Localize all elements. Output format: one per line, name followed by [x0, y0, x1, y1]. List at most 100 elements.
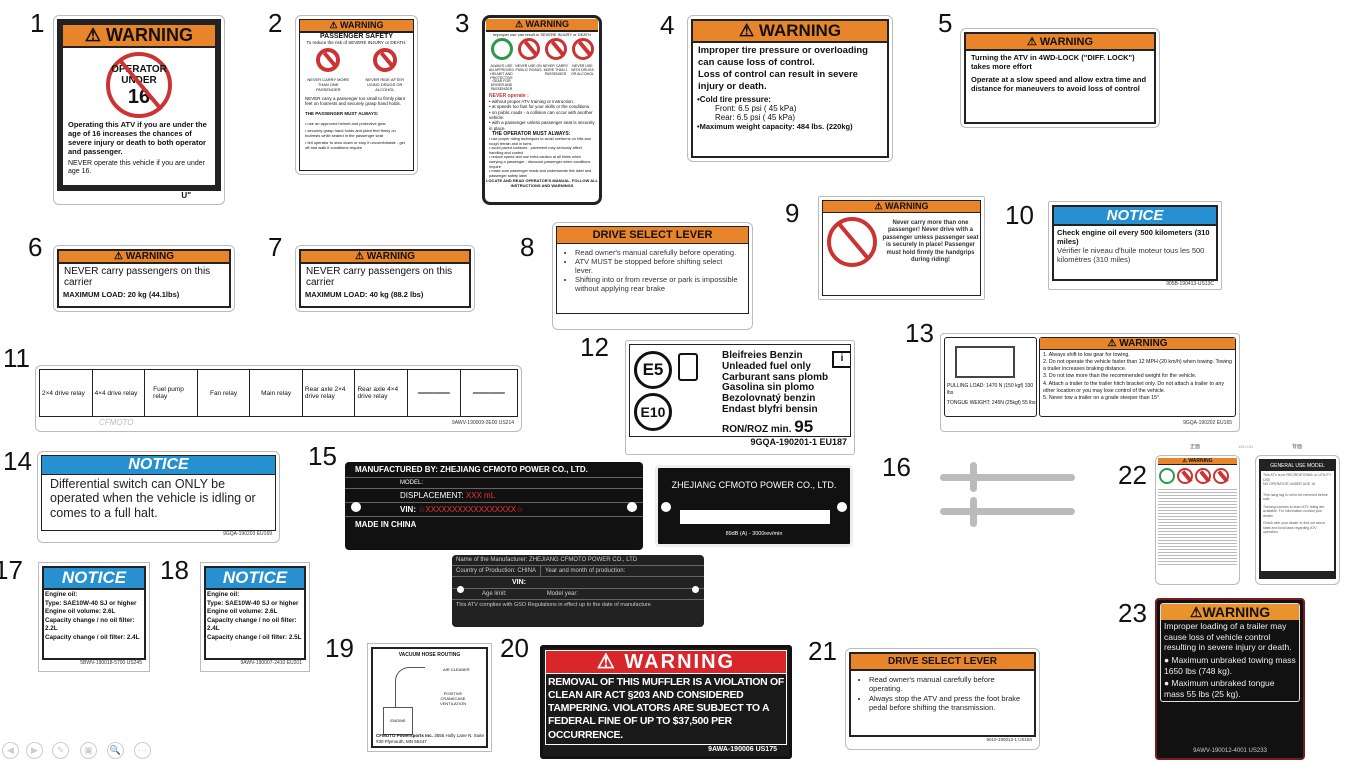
- hitch-diagram: [955, 346, 1015, 378]
- model-field: MODEL:: [345, 478, 643, 489]
- pen-tool-button[interactable]: ✎: [52, 742, 69, 759]
- hose-diagram: [395, 667, 425, 707]
- gso-text: This ATV complies with GSO Regulations i…: [456, 602, 651, 608]
- icon-caption: NEVER USE ON PUBLIC ROADS: [515, 64, 542, 72]
- label-number: 19: [325, 633, 354, 663]
- no-passengers-icon: [316, 47, 341, 72]
- label-number: 8: [520, 232, 535, 262]
- list-item: Read owner's manual carefully before ope…: [575, 248, 742, 257]
- no-alcohol-icon: [571, 38, 594, 60]
- label-code: 9GQA-190202 EU165: [1183, 420, 1232, 426]
- pulling-load: PULLING LOAD: 1470 N (150 kgf) 330 lbs: [947, 383, 1034, 396]
- label-title: GENERAL USE MODEL: [1270, 463, 1325, 469]
- icon-caption: NEVER RIDE AFTER USING DRUGS OR ALCOHOL: [365, 76, 404, 92]
- label-code: 9GQA-190203 EU169: [223, 531, 272, 537]
- label-title: VACUUM HOSE ROUTING: [398, 652, 461, 658]
- prohibition-icon: [1213, 468, 1229, 484]
- noise-level: 89dB (A) - 3000rev/min: [725, 531, 783, 537]
- oil-spec: Capacity change / no oil filter: 2.2L: [45, 616, 135, 633]
- prohibition-icon: [1195, 468, 1211, 484]
- list-item: 4. Attach a trailer to the trailer hitch…: [1043, 380, 1224, 394]
- warning-text: NEVER operate :: [489, 92, 529, 99]
- relay-cell: ——: [407, 369, 461, 417]
- relay-cell: ——: [459, 369, 519, 417]
- label-number: 7: [268, 232, 283, 262]
- list-item: 5. Never tow a trailer on a grade steepe…: [1043, 394, 1161, 401]
- towing-mass: ● Maximum unbraked towing mass 1650 lbs …: [1164, 654, 1296, 676]
- tongue-weight: TONGUE WEIGHT: 245N (25kgf) 55 lbs: [947, 400, 1036, 406]
- fuel-text: Endast blyfri bensin: [722, 403, 818, 415]
- slides-overview-button[interactable]: ▣: [80, 742, 97, 759]
- label-carrier-40kg: ⚠ WARNING NEVER carry passengers on this…: [295, 245, 475, 312]
- notice-text: Vérifier le niveau d'huile moteur tous l…: [1057, 246, 1205, 264]
- warning-header: ⚠ WARNING: [300, 20, 413, 33]
- vin-blank-field: [680, 510, 830, 524]
- label-diff-lock: ⚠ WARNING Turning the ATV in 4WD-LOCK ("…: [960, 28, 1160, 128]
- warning-text: Improper tire pressure or overloading ca…: [698, 45, 868, 68]
- warning-text: Improper loading of a trailer may cause …: [1164, 621, 1292, 653]
- notice-text: Differential switch can ONLY be operated…: [50, 477, 256, 520]
- max-load: MAXIMUM LOAD: 40 kg (88.2 lbs): [305, 290, 424, 299]
- octane-value: 95: [794, 417, 814, 436]
- octane-label: RON/ROZ min.: [722, 424, 792, 435]
- label-code: 9010-190013-1 US184: [986, 737, 1032, 742]
- hang-tag-back: GENERAL USE MODEL This ATV is for RECREA…: [1255, 455, 1340, 585]
- label-operator-warnings: ⚠ WARNING Improper use can result in SEV…: [482, 15, 602, 205]
- warning-text: Operate at a slow speed and allow extra …: [971, 75, 1147, 93]
- label-tire-pressure: ⚠ WARNING Improper tire pressure or over…: [687, 15, 893, 162]
- displacement-label: DISPLACEMENT:: [400, 491, 464, 500]
- oil-spec: Type: SAE10W-40 SJ or higher: [45, 599, 137, 607]
- displacement-value: XXX mL: [465, 491, 496, 500]
- label-subtitle: To reduce the risk of SEVERE INJURY or D…: [306, 40, 407, 45]
- list-item: • without proper ATV training or instruc…: [489, 98, 575, 104]
- warning-header: ⚠ WARNING: [1158, 458, 1237, 465]
- oil-spec: Capacity change / no oil filter: 2.4L: [207, 616, 297, 633]
- reflector-strip: [970, 497, 977, 527]
- helmet-icon: [490, 38, 513, 60]
- more-options-button[interactable]: ⋯: [134, 742, 151, 759]
- notice-text: Check engine oil every 500 kilometers (3…: [1057, 228, 1210, 246]
- relay-cell: 2×4 drive relay: [39, 369, 93, 417]
- warning-text: Operating this ATV if you are under the …: [68, 120, 207, 156]
- label-trailer-warning: ⚠WARNING Improper loading of a trailer m…: [1155, 598, 1305, 760]
- hang-tag-front: ⚠ WARNING: [1155, 455, 1240, 585]
- tag-text: This ATV is for RECREATIONAL or UTILITY …: [1263, 473, 1332, 482]
- label-number: 21: [808, 636, 837, 666]
- warning-header: ⚠ WARNING: [59, 251, 229, 264]
- label-code: 9AWV-190009-2E00 US214: [451, 420, 514, 426]
- label-drive-select-lever: DRIVE SELECT LEVER Read owner's manual c…: [552, 222, 753, 330]
- list-item: • securely grasp hand holds and plant fe…: [305, 127, 396, 138]
- label-number: 9: [785, 198, 800, 228]
- oil-spec: Capacity change / oil filter: 2.5L: [207, 633, 302, 641]
- label-passenger-safety: ⚠ WARNING PASSENGER SAFETY To reduce the…: [295, 15, 418, 175]
- fine-print: [1158, 487, 1237, 567]
- notice-header: NOTICE: [206, 568, 304, 590]
- warning-text: REMOVAL OF THIS MUFFLER IS A VIOLATION O…: [545, 674, 787, 745]
- tag-text: Training courses to learn ATV riding are…: [1263, 504, 1325, 518]
- warning-text: Loss of control can result in severe inj…: [698, 68, 858, 92]
- no-alcohol-icon: [372, 47, 397, 72]
- no-passenger-icon: [544, 38, 567, 60]
- fuel-text: Gasolina sin plomo: [722, 382, 815, 394]
- previous-slide-button[interactable]: ◀: [2, 742, 19, 759]
- fuel-text: Bleifreies Benzin: [722, 350, 803, 361]
- model-year-field: Model year:: [546, 591, 579, 597]
- warning-header: ⚠ WARNING: [966, 34, 1154, 51]
- label-code: 9AWA-190006 US175: [708, 745, 777, 753]
- zoom-button[interactable]: 🔍: [107, 742, 124, 759]
- rivet-hole: [457, 586, 464, 593]
- label-number: 5: [938, 8, 953, 38]
- manufacturer-text: MANUFACTURED BY: ZHEJIANG CFMOTO POWER C…: [345, 462, 643, 478]
- label-code: 9AWV-190007-2410 EU201: [240, 660, 302, 666]
- warning-text: •Cold tire pressure:: [697, 94, 771, 104]
- engine-box: ENGINE: [383, 707, 413, 735]
- warning-header: ⚠ WARNING: [486, 19, 598, 32]
- production-date-field: Year and month of production:: [545, 568, 626, 574]
- icon-caption: NEVER CARRY MORE THAN ONE PASSENGER: [307, 76, 350, 92]
- label-code: 5BWV-190018-5700 US245: [80, 660, 142, 666]
- no-passenger-icon: [827, 217, 877, 267]
- watermark: CFMOTO: [99, 418, 134, 427]
- relay-cell: Fuel pump relay: [144, 369, 198, 417]
- max-weight: •Maximum weight capacity: 484 lbs. (220k…: [697, 121, 853, 131]
- next-slide-button[interactable]: ▶: [26, 742, 43, 759]
